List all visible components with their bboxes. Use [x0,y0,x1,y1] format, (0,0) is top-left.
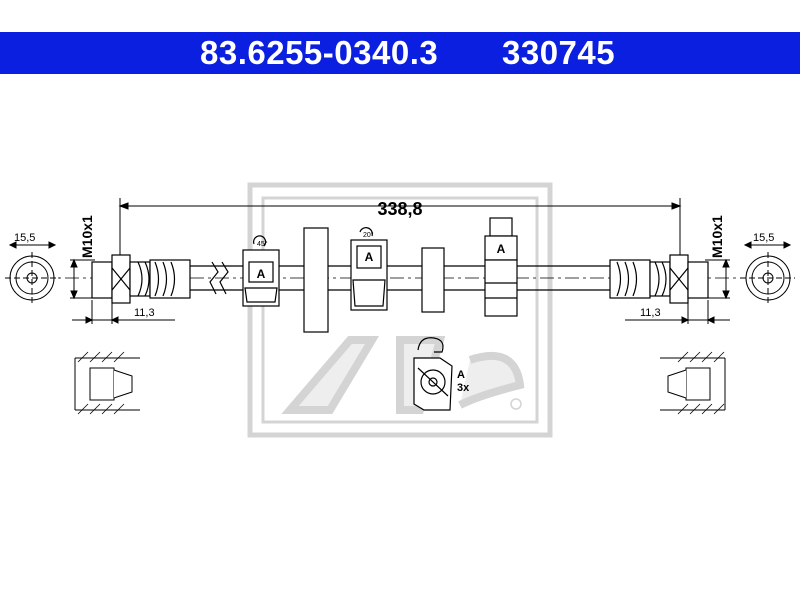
thread-left-label: M10x1 [79,215,95,258]
overall-length-dimension [118,198,682,262]
clip-1-label: A [257,267,266,281]
bracket-small [421,247,445,313]
fitting-len-right-label: 11,3 [640,307,661,319]
right-port-section [660,351,726,415]
left-port-section [74,351,140,415]
detail-qty: 3x [457,382,470,394]
clip-1 [242,235,280,307]
right-end-view [740,241,795,304]
clip-2 [350,227,388,311]
part-number: 83.6255-0340.3 [200,34,439,71]
clip-3 [484,217,518,317]
overall-length-label: 338,8 [377,199,422,219]
fitting-length-dims [72,300,730,324]
thread-right-label: M10x1 [709,215,725,258]
clip-3-label: A [497,242,506,256]
clip-2-angle: 20° [363,231,374,239]
header-banner: 83.6255-0340.3 330745 [0,32,800,74]
left-fitting [91,254,191,304]
right-fitting [609,254,709,304]
detail-label: A [457,369,465,381]
watermark-logo [247,182,553,438]
bracket-plate [303,227,329,333]
detail-a-clip [413,337,453,411]
alt-part-number: 330745 [502,34,616,71]
clip-2-label: A [365,250,374,264]
left-end-view [5,241,60,304]
thread-dimension-marks [70,258,730,300]
hex-left-label: 15,5 [14,232,35,244]
hex-right-label: 15,5 [753,232,774,244]
fitting-len-left-label: 11,3 [134,307,155,319]
clip-1-angle: 45° [257,240,268,248]
